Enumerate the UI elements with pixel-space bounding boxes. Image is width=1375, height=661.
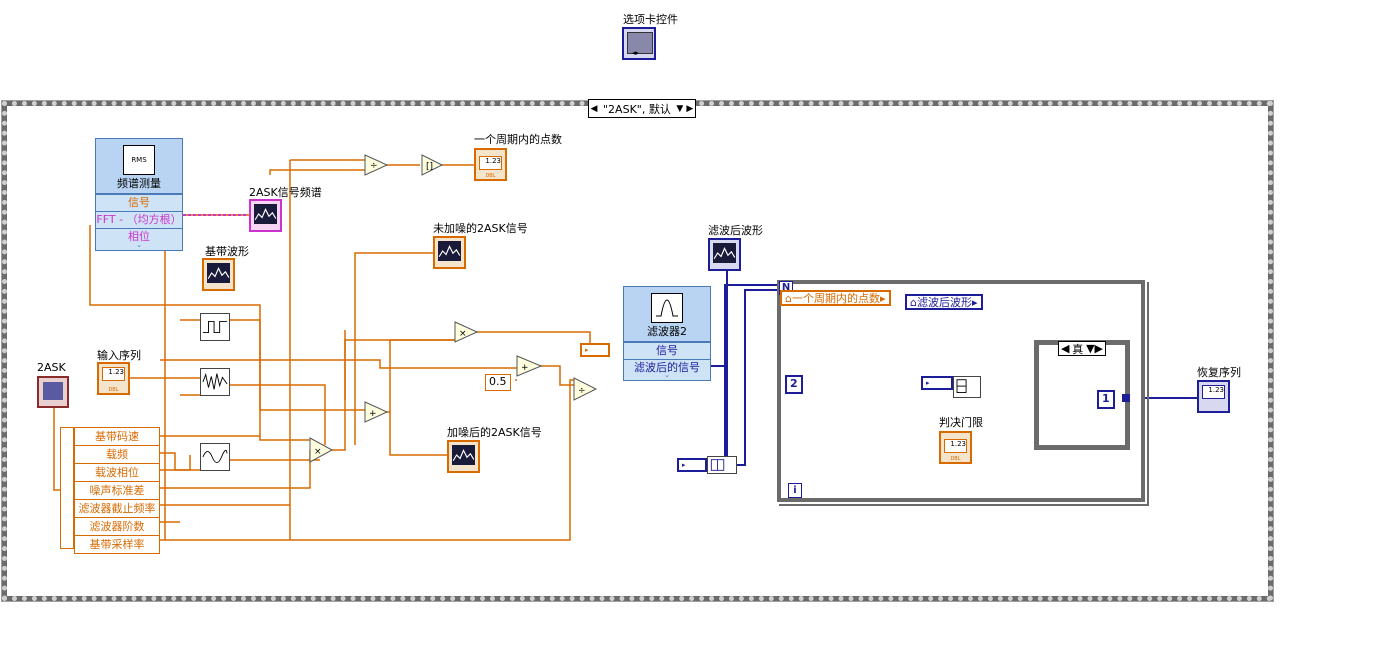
cluster-item[interactable]: 基带码速 [75,428,159,445]
threshold-terminal[interactable]: 1.23 DBL [939,431,972,464]
spectral-phase-output[interactable]: 相位 [96,228,182,245]
spectrum-indicator-label: 2ASK信号频谱 [249,186,322,199]
points-per-period-label: 一个周期内的点数 [474,133,562,146]
numeric-display: 1.23 [944,439,967,453]
baseband-waveform-label: 基带波形 [205,245,249,258]
prev-case-icon[interactable]: ◀ [1061,342,1070,355]
house-icon: ⌂ [910,296,917,309]
constant-one[interactable]: 1 [1097,390,1115,409]
cluster-item[interactable]: 噪声标准差 [75,481,159,499]
sine-wave-generator[interactable] [200,443,230,471]
baseband-graph-terminal[interactable] [202,258,235,291]
convert-dynamic-in-loop[interactable]: ▸ [921,376,953,390]
iteration-terminal[interactable]: i [788,483,802,498]
numeric-display: 1.23 [1202,385,1225,399]
unbundle-by-name[interactable]: 基带码速 载频 载波相位 噪声标准差 滤波器截止频率 滤波器阶数 基带采样率 [74,427,160,554]
threshold-label: 判决门限 [939,416,983,429]
filter-title: 滤波器2 [647,325,687,338]
input-sequence-terminal[interactable]: 1.23 DBL [97,362,130,395]
cluster-item[interactable]: 滤波器阶数 [75,517,159,535]
tab-control-label: 选项卡控件 [623,13,678,26]
local-var-points-per-period[interactable]: ⌂一个周期内的点数▸ [780,290,891,306]
local-var-filtered-waveform[interactable]: ⌂滤波后波形▸ [905,294,983,310]
case-selector-text: "2ASK", 默认 [603,102,671,116]
inner-case-selector[interactable]: ◀ 真 ▼▶ [1058,341,1106,356]
filter-signal-input[interactable]: 信号 [624,342,710,359]
rms-icon: RMS [123,145,155,175]
filtered-waveform-label: 滤波后波形 [708,224,763,237]
spectral-signal-input[interactable]: 信号 [96,194,182,211]
input-sequence-label: 输入序列 [97,349,141,362]
filter-output[interactable]: 滤波后的信号 [624,359,710,376]
spectral-fft-output[interactable]: FFT - （均方根） [96,211,182,226]
dbl-tag: DBL [485,173,496,179]
square-wave-generator[interactable] [200,313,230,341]
dropdown-icon[interactable]: ▼▶ [1086,342,1103,355]
next-case-icon[interactable]: ▶ [686,103,694,114]
constant-two[interactable]: 2 [785,375,803,394]
dropdown-icon[interactable]: ▼ [676,103,684,114]
clean-signal-label: 未加噪的2ASK信号 [433,222,528,235]
case-selector[interactable]: ◀ "2ASK", 默认 ▼ ▶ [588,99,696,118]
convert-from-dynamic-data-node[interactable]: ▸ [677,458,707,472]
2ask-label: 2ASK [37,361,66,374]
dbl-tag: DBL [108,387,119,393]
cluster-item[interactable]: 基带采样率 [75,535,159,553]
clean-signal-graph-terminal[interactable] [433,236,466,269]
spectrum-graph-terminal[interactable] [249,199,282,232]
recovered-sequence-terminal[interactable]: 1.23 [1197,380,1230,413]
constant-half[interactable]: 0.5 [485,374,511,391]
cluster-item[interactable]: 滤波器截止频率 [75,499,159,517]
recovered-sequence-label: 恢复序列 [1197,366,1241,379]
2ask-cluster-terminal[interactable] [37,376,69,408]
numeric-display: 1.23 [479,156,502,170]
noisy-signal-graph-terminal[interactable] [447,440,480,473]
points-per-period-terminal[interactable]: 1.23 DBL [474,148,507,181]
cluster-item[interactable]: 载波相位 [75,463,159,481]
numeric-display: 1.23 [102,367,125,381]
prev-case-icon[interactable]: ◀ [590,103,598,114]
filtered-waveform-graph-terminal[interactable] [708,238,741,271]
unbundle-handle[interactable] [60,427,74,549]
array-index-node[interactable] [707,456,737,474]
cluster-item[interactable]: 载频 [75,445,159,463]
house-icon: ⌂ [785,292,792,305]
filter-icon [651,293,683,323]
inner-case-selector-text: 真 [1072,342,1084,356]
inner-case-structure[interactable] [1034,340,1130,450]
convert-dynamic-data-node[interactable]: ▸ [580,343,610,357]
expand-chevron-icon[interactable]: ⌄ [664,371,670,379]
index-array-node[interactable] [953,376,981,398]
filter-vi[interactable]: 滤波器2 信号 滤波后的信号 ⌄ [623,286,711,381]
spectral-measurement-vi[interactable]: RMS 频谱测量 信号 FFT - （均方根） 相位 ⌄ [95,138,183,251]
spectral-title: 频谱测量 [117,177,161,190]
expand-chevron-icon[interactable]: ⌄ [136,241,142,249]
tab-control-terminal[interactable]: ◂▸ [622,27,656,60]
dbl-tag: DBL [950,456,961,462]
noise-generator[interactable] [200,368,230,396]
tunnel-terminal [1122,394,1130,402]
noisy-signal-label: 加噪后的2ASK信号 [447,426,542,439]
